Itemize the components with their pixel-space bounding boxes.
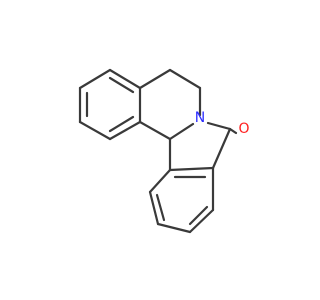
bond [108,68,142,90]
bond [148,168,172,194]
molecule-structure: N O [78,68,250,234]
bond [188,208,215,234]
bond-double-inner [108,115,135,133]
bond-double-inner [108,76,135,94]
molecule-canvas: N O [78,68,250,234]
nitrogen-atom-label: N [195,110,205,126]
bond [168,68,202,90]
bond [168,166,215,172]
oxygen-atom-label: O [238,121,249,137]
bond-double-inner [188,205,209,226]
bond [156,222,192,234]
bond [78,68,112,90]
bond [168,122,195,141]
bond-double-inner [155,193,166,222]
bond [108,120,142,141]
bond [78,120,112,141]
bond [211,127,232,170]
bond [138,120,172,141]
carbonyl-bond [228,127,238,135]
bond [206,121,232,131]
bond [138,68,172,90]
bond [148,190,160,226]
